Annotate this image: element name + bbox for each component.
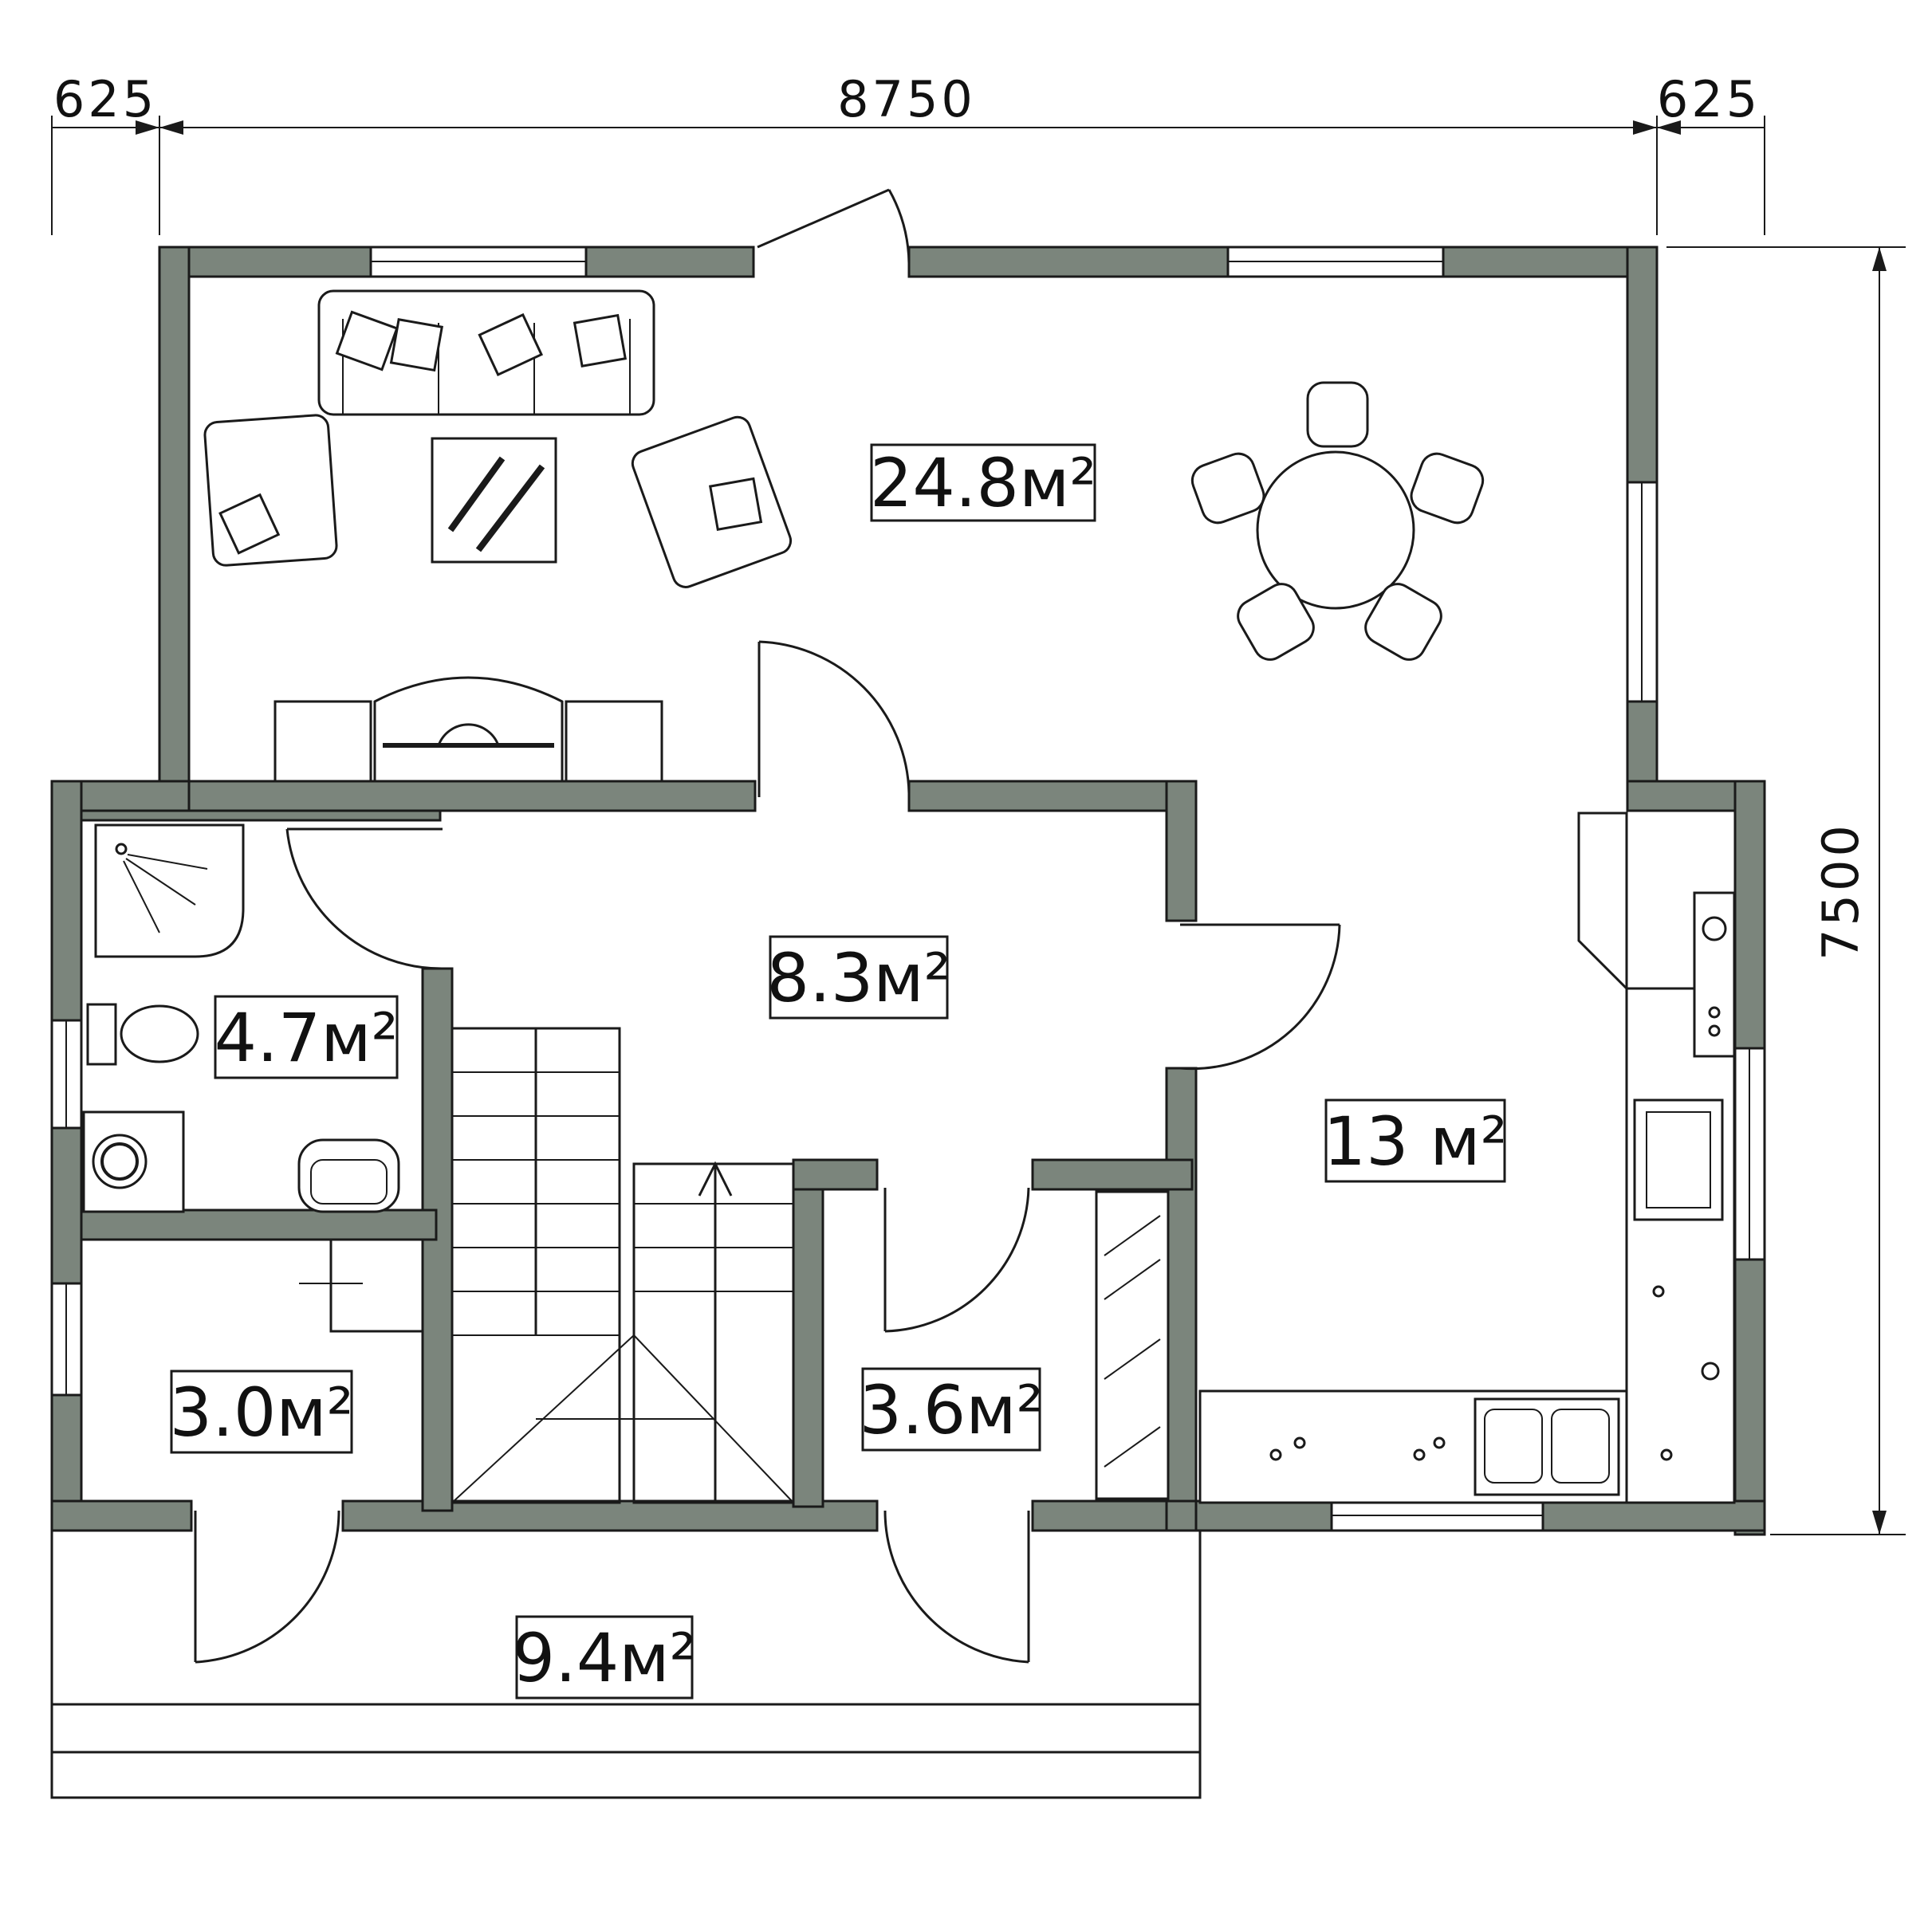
area-label-living: 24.8м² — [870, 443, 1096, 522]
counter-right — [1625, 987, 1736, 1504]
area-label-hall: 8.3м² — [767, 935, 951, 1020]
bathroom-fixtures — [82, 823, 400, 1213]
cabinet-right — [565, 700, 663, 783]
living-furniture — [203, 289, 793, 783]
area-text-utility: 3.0м² — [170, 1374, 354, 1452]
cooktop — [1693, 891, 1736, 1058]
area-text-hall: 8.3м² — [767, 939, 951, 1017]
dimension-top-middle: 8750 — [837, 70, 976, 128]
dining-set — [1190, 381, 1485, 661]
dining-table — [1256, 450, 1415, 610]
armchair-left — [203, 414, 338, 567]
range-hood — [1577, 812, 1628, 992]
area-text-kitchen: 13 м² — [1324, 1102, 1508, 1181]
staircase — [451, 1027, 795, 1504]
area-text-bathroom: 4.7м² — [214, 999, 399, 1077]
area-text-living: 24.8м² — [870, 444, 1096, 522]
windows — [50, 246, 1766, 1532]
armchair-right — [631, 415, 793, 588]
area-label-utility: 3.0м² — [170, 1370, 354, 1454]
fireplace — [373, 676, 564, 783]
shower-tray — [94, 823, 245, 958]
chair — [1306, 381, 1369, 448]
sink — [297, 1138, 400, 1213]
dimension-top-left: 625 — [53, 70, 157, 128]
dimension-lines — [51, 116, 1906, 1535]
cabinet-left — [273, 700, 372, 783]
chair — [1190, 452, 1265, 525]
kitchen-fixtures — [1198, 812, 1736, 1504]
chair — [1410, 452, 1485, 525]
wardrobe — [1095, 1190, 1170, 1500]
utility-fixtures — [299, 1190, 1170, 1500]
area-text-closet: 3.6м² — [860, 1371, 1044, 1449]
area-label-closet: 3.6м² — [860, 1367, 1044, 1452]
area-text-terrace: 9.4м² — [513, 1619, 697, 1697]
chair — [1237, 583, 1315, 661]
interior-walls — [80, 780, 1198, 1532]
doors — [194, 188, 1341, 1664]
chair — [1364, 583, 1442, 661]
terrace-outline — [50, 1523, 1202, 1799]
area-label-terrace: 9.4м² — [513, 1615, 697, 1700]
dimension-top-right: 625 — [1657, 70, 1761, 128]
dimension-right-vertical: 7500 — [1812, 822, 1870, 961]
area-label-bathroom: 4.7м² — [214, 995, 399, 1079]
toilet-bowl — [120, 1004, 199, 1063]
toilet-tank — [86, 1003, 117, 1066]
kitchen-sink — [1474, 1397, 1620, 1496]
area-label-kitchen: 13 м² — [1324, 1098, 1508, 1183]
oven — [1633, 1098, 1724, 1221]
coffee-table — [431, 437, 557, 564]
